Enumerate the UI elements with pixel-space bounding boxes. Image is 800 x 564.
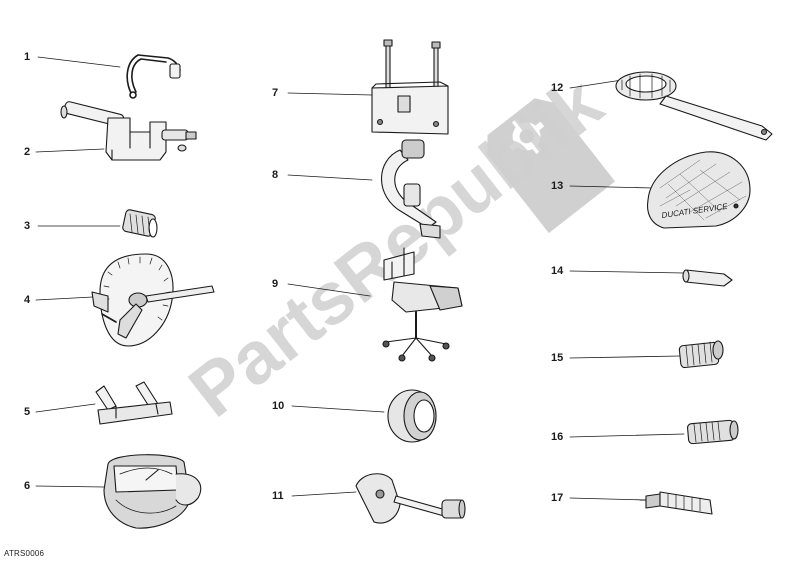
part-6-instrument-housing: [103, 454, 202, 529]
leader-line-6: [35, 485, 105, 488]
callout-15: 15: [551, 352, 564, 364]
part-4-degree-wheel: [91, 253, 215, 347]
part-11-puller-handle: [355, 473, 466, 524]
callout-2: 2: [24, 146, 31, 158]
leader-line-9: [287, 283, 371, 297]
part-2-puller-bracket: [60, 101, 197, 161]
drawing-code: ATRS0006: [4, 549, 45, 558]
callout-12: 12: [551, 82, 564, 94]
leader-line-10: [291, 405, 385, 413]
part-8-c-clamp: [380, 139, 441, 239]
callout-16: 16: [551, 431, 564, 443]
leader-line-16: [569, 433, 685, 438]
callout-1: 1: [24, 51, 31, 63]
part-15-threaded-sleeve: [678, 340, 724, 369]
part-17-drift-tool: [639, 491, 713, 515]
part-14-pin: [682, 269, 733, 287]
callout-9: 9: [272, 278, 279, 290]
callout-13: 13: [551, 180, 564, 192]
leader-line-5: [35, 403, 96, 413]
callout-4: 4: [24, 294, 31, 306]
part-13-service-cover: DUCATI SERVICE: [646, 151, 751, 229]
part-12-ring-spanner: [615, 71, 773, 141]
part-9-engine-stand: [382, 247, 463, 362]
leader-line-8: [287, 174, 373, 181]
leader-line-12: [569, 79, 623, 89]
part-16-threaded-sleeve: [686, 419, 739, 445]
callout-10: 10: [272, 400, 285, 412]
leader-lines: [35, 56, 685, 501]
leader-line-17: [569, 497, 647, 501]
callout-3: 3: [24, 220, 31, 232]
callout-11: 11: [272, 490, 284, 502]
part-1-hook-pin: [126, 54, 181, 99]
leader-line-2: [35, 148, 105, 153]
part-10-ring: [387, 389, 437, 443]
part-3-bush: [122, 209, 158, 238]
callout-6: 6: [24, 480, 31, 492]
leader-line-15: [569, 355, 681, 359]
watermark-gear-tag-icon: [487, 98, 616, 234]
callout-17: 17: [551, 492, 564, 504]
leader-line-11: [291, 491, 357, 497]
callout-5: 5: [24, 406, 31, 418]
part-7-stud-bracket: [371, 39, 449, 135]
leader-line-1: [37, 56, 121, 68]
leader-line-13: [569, 185, 653, 189]
leader-line-4: [35, 296, 94, 301]
part-5-fork-support: [95, 381, 173, 425]
callout-7: 7: [272, 87, 279, 99]
leader-line-7: [287, 92, 373, 96]
leader-line-14: [569, 270, 685, 274]
callout-14: 14: [551, 265, 564, 277]
callout-8: 8: [272, 169, 279, 181]
